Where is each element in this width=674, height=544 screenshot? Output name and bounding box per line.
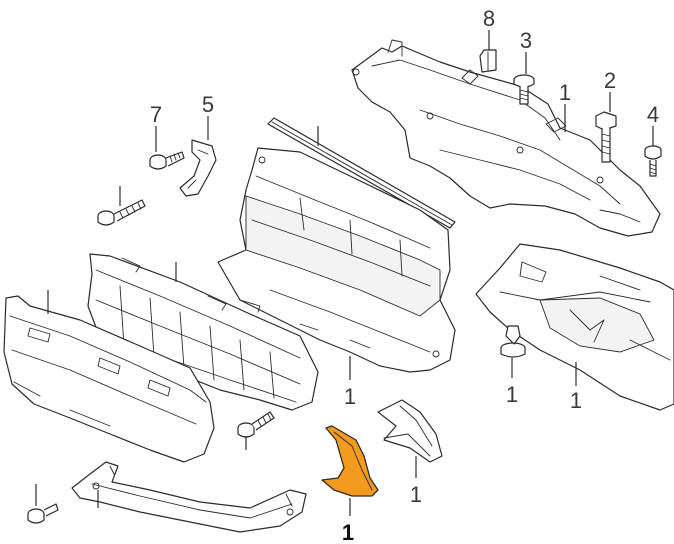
air-guide-panel-part[interactable] (217, 147, 456, 373)
air-deflector-panel-part[interactable] (475, 243, 674, 411)
seal-strip-part[interactable] (267, 117, 456, 229)
bolt-part-bottom[interactable] (27, 503, 59, 524)
bolt-part-left[interactable] (97, 199, 146, 226)
callout-1-air-guide: 1 (344, 384, 356, 409)
push-pin-part[interactable] (500, 325, 526, 358)
highlighted-deflector-part[interactable] (321, 425, 379, 497)
bolt-part-lower[interactable] (237, 411, 275, 438)
bolt-part-4[interactable] (644, 145, 662, 177)
callout-8: 8 (483, 6, 495, 31)
callout-1-deflector: 1 (410, 482, 422, 507)
small-deflector-part[interactable] (377, 399, 443, 463)
callout-1-shield: 1 (570, 388, 582, 413)
bolt-part-7[interactable] (149, 151, 185, 170)
bracket-part-5[interactable] (179, 139, 217, 197)
leader-lines (35, 30, 654, 516)
callout-labels: 8 3 2 1 4 7 5 1 1 1 1 1 (150, 6, 659, 544)
callout-2: 2 (604, 68, 616, 93)
callout-7: 7 (150, 102, 162, 127)
callout-4: 4 (647, 102, 659, 127)
radiator-carrier-part[interactable] (351, 39, 661, 237)
callout-5: 5 (202, 92, 214, 117)
bolt-part-2[interactable] (595, 111, 617, 163)
callout-3: 3 (520, 28, 532, 53)
callout-1-pin: 1 (506, 382, 518, 407)
lower-shield-part[interactable] (3, 295, 215, 463)
bolt-part-3[interactable] (513, 74, 535, 105)
lower-bracket-part[interactable] (71, 461, 307, 533)
callout-1-carrier: 1 (559, 80, 571, 105)
callout-1-highlighted: 1 (342, 520, 354, 544)
clip-part-8[interactable] (479, 49, 497, 73)
